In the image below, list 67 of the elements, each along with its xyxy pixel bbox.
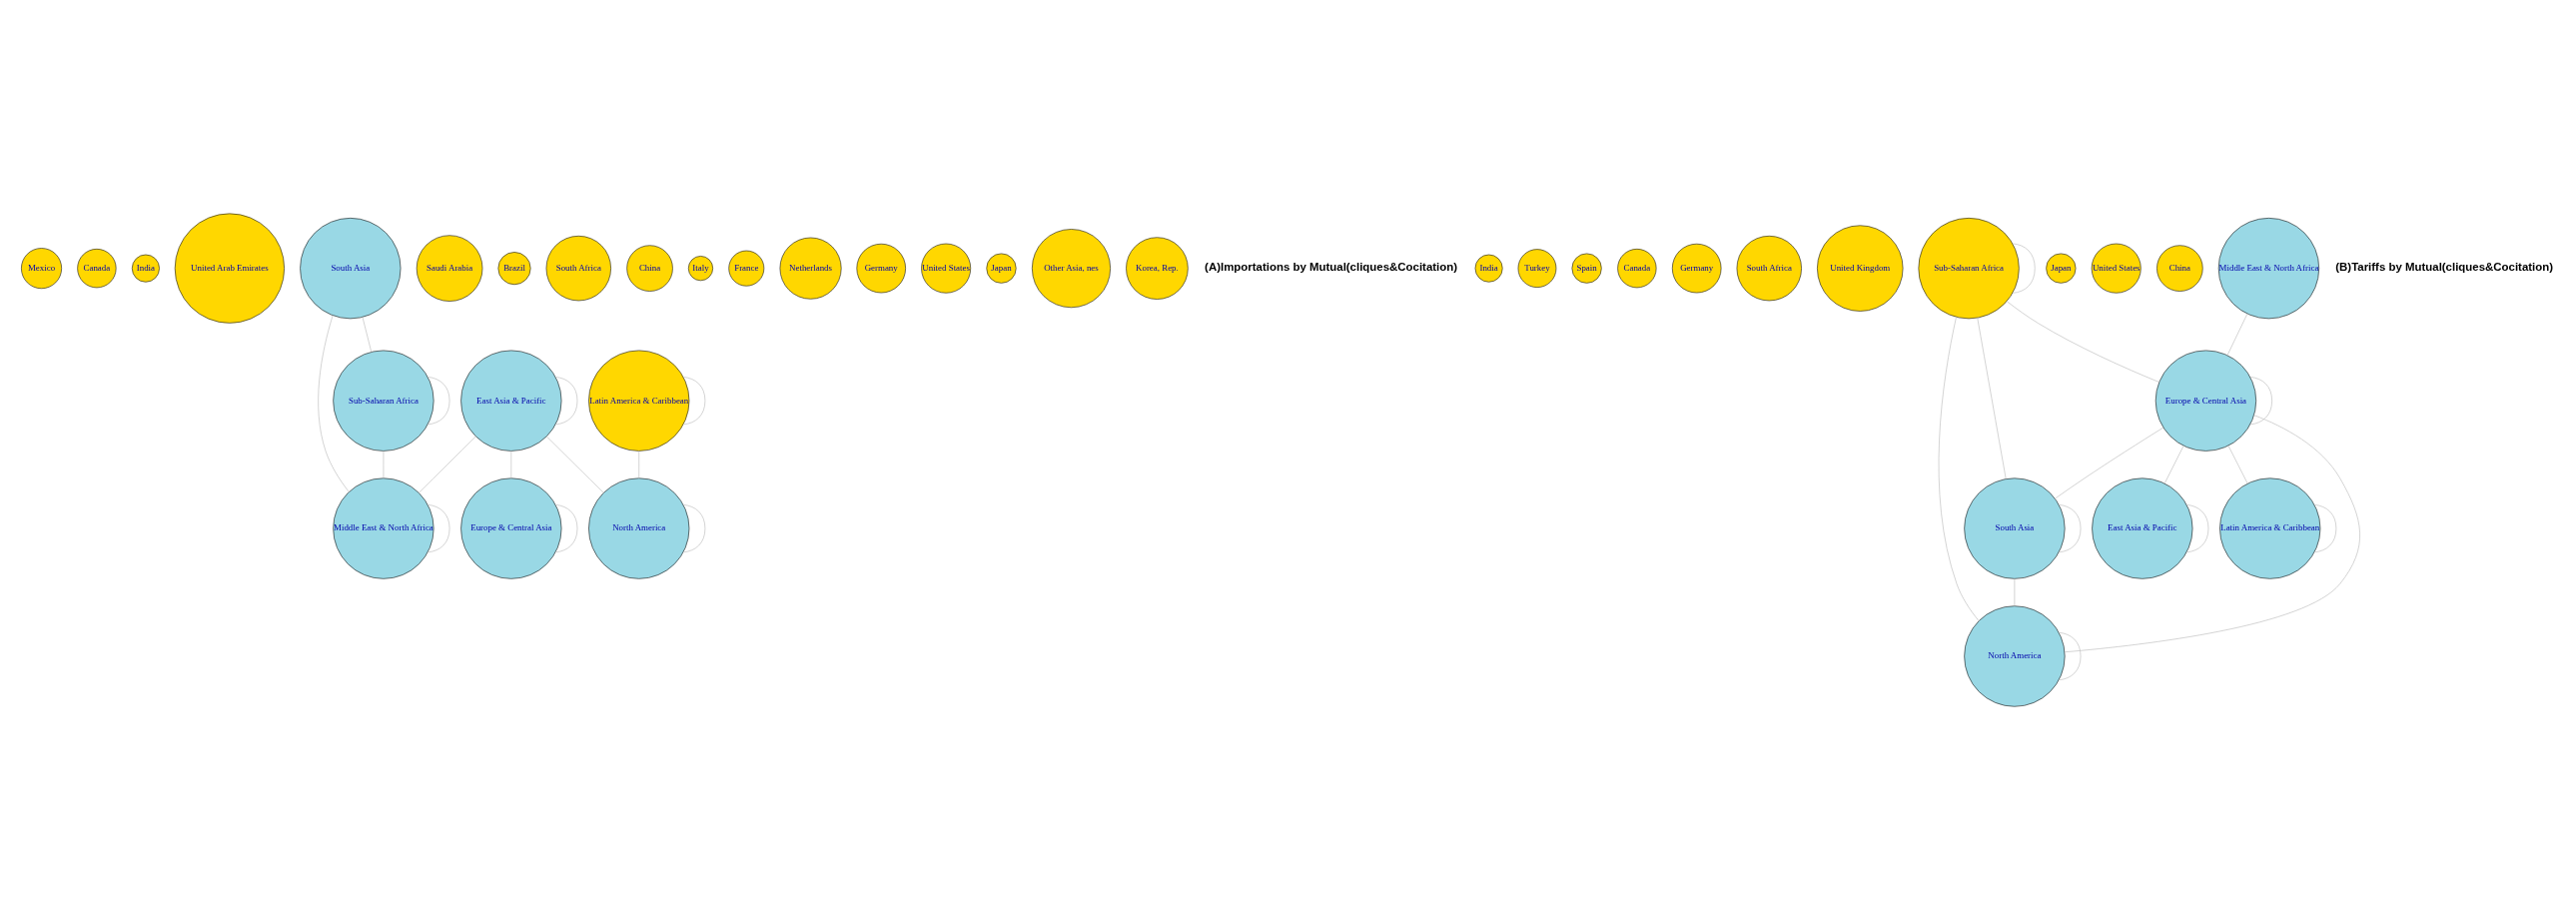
node-circle: Latin America & Caribbean bbox=[2219, 477, 2321, 579]
node-circle: Canada bbox=[77, 249, 117, 289]
node-circle: Other Asia, nes bbox=[1032, 229, 1111, 309]
node-circle: South Africa bbox=[1736, 235, 1802, 302]
node-circle: South Africa bbox=[545, 235, 611, 302]
node-circle: North America bbox=[1964, 605, 2066, 707]
node-circle: Canada bbox=[1617, 249, 1657, 289]
node-circle: Europe & Central Asia bbox=[2154, 350, 2257, 452]
connector bbox=[2163, 445, 2184, 484]
node-circle: Japan bbox=[2046, 253, 2077, 284]
connector bbox=[428, 377, 450, 426]
node-circle: Sub-Saharan Africa bbox=[1918, 218, 2020, 320]
connector bbox=[428, 504, 450, 553]
node-circle: India bbox=[131, 254, 160, 283]
node-circle: East Asia & Pacific bbox=[2092, 477, 2193, 579]
connector bbox=[362, 317, 373, 353]
connector bbox=[682, 504, 706, 553]
connector bbox=[1977, 318, 2007, 479]
node-circle: Netherlands bbox=[779, 237, 842, 300]
node-circle: South Asia bbox=[300, 218, 402, 320]
connector bbox=[555, 504, 578, 553]
connector bbox=[2249, 377, 2272, 426]
node-circle: India bbox=[1474, 254, 1503, 283]
node-circle: Middle East & North Africa bbox=[2217, 218, 2320, 320]
connector bbox=[2055, 427, 2164, 499]
node-circle: United States bbox=[921, 243, 972, 294]
node-circle: Europe & Central Asia bbox=[460, 477, 562, 579]
node-circle: Japan bbox=[986, 253, 1017, 284]
node-circle: Germany bbox=[1671, 243, 1722, 294]
connector bbox=[682, 377, 706, 426]
node-circle: North America bbox=[588, 477, 690, 579]
connector bbox=[2059, 504, 2082, 553]
connector bbox=[419, 436, 476, 493]
connector bbox=[2059, 631, 2082, 681]
node-circle: Latin America & Caribbean bbox=[588, 350, 690, 452]
node-circle: China bbox=[2156, 245, 2203, 292]
node-circle: United States bbox=[2091, 243, 2142, 294]
node-circle: Turkey bbox=[1517, 249, 1557, 288]
connector bbox=[545, 436, 604, 493]
node-circle: East Asia & Pacific bbox=[460, 350, 562, 452]
node-circle: South Asia bbox=[1964, 477, 2066, 579]
connector bbox=[1938, 317, 1980, 621]
node-circle: Italy bbox=[687, 256, 713, 282]
connector bbox=[638, 451, 640, 478]
node-circle: Brazil bbox=[497, 252, 531, 286]
node-circle: United Kingdom bbox=[1817, 225, 1904, 312]
node-circle: Sub-Saharan Africa bbox=[333, 350, 434, 452]
connector bbox=[2227, 445, 2248, 484]
node-circle: Mexico bbox=[21, 248, 62, 290]
node-circle: Germany bbox=[856, 243, 906, 294]
label: (A)Importations by Mutual(cliques&Cocitation) bbox=[1205, 260, 1458, 273]
connector bbox=[2006, 301, 2159, 383]
connector bbox=[2186, 504, 2209, 553]
connector bbox=[2064, 415, 2360, 653]
connector bbox=[555, 377, 578, 426]
node-circle: Middle East & North Africa bbox=[333, 477, 434, 579]
connector bbox=[2226, 313, 2248, 356]
node-circle: Spain bbox=[1571, 253, 1602, 284]
node-circle: China bbox=[626, 245, 673, 292]
node-circle: United Arab Emirates bbox=[174, 213, 285, 324]
node-circle: France bbox=[728, 250, 765, 287]
connector bbox=[2012, 243, 2036, 294]
connector bbox=[318, 315, 350, 492]
node-circle: Saudi Arabia bbox=[416, 235, 483, 302]
connector bbox=[2313, 504, 2337, 553]
node-circle: Korea, Rep. bbox=[1126, 237, 1189, 300]
label: (B)Tariffs by Mutual(cliques&Cocitation) bbox=[2335, 260, 2554, 273]
